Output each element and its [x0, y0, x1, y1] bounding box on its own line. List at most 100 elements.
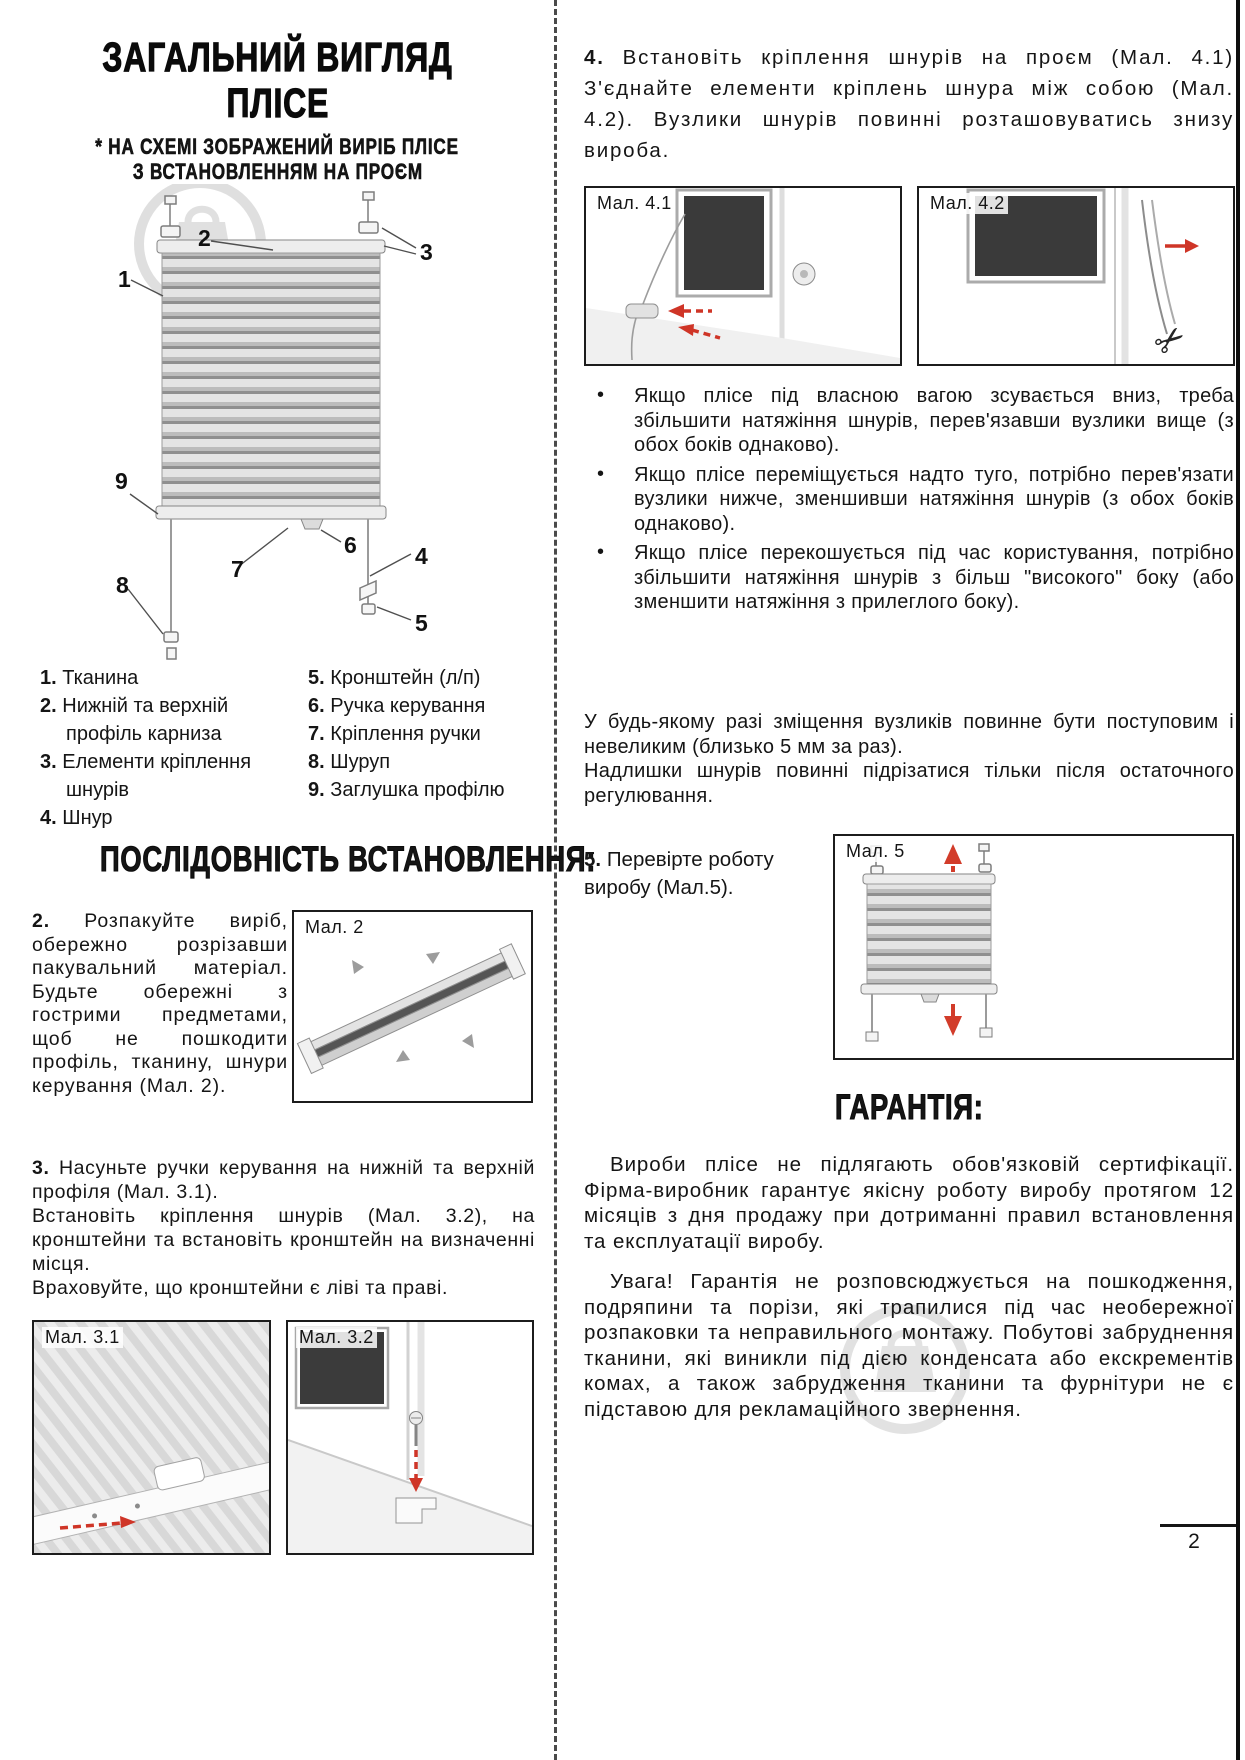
- callout-lines: [127, 227, 417, 635]
- legend-item: 8. Шуруп: [308, 751, 391, 773]
- bullet-text: Якщо плісе переміщується надто туго, пот…: [634, 463, 1234, 535]
- step-3-line-1: 3. Насуньте ручки керування на нижній та…: [32, 1157, 535, 1203]
- legend-item: 2. Нижній та верхній профіль карниза: [40, 695, 229, 745]
- overview-title: ЗАГАЛЬНИЙ ВИГЛЯД ПЛІСЕ: [30, 33, 525, 126]
- legend-item: 3. Елементи кріплення шнурів: [40, 751, 252, 801]
- callout-8: 8: [116, 572, 129, 598]
- step-2: 2. Розпакуйте виріб, обережно розрізавши…: [32, 910, 288, 1097]
- overview-subtitle: * НА СХЕМІ ЗОБРАЖЕНИЙ ВИРІБ ПЛІСЕ З ВСТА…: [30, 134, 525, 185]
- callout-7: 7: [231, 556, 244, 582]
- legend-item: 9. Заглушка профілю: [308, 779, 505, 801]
- callout-9: 9: [115, 468, 128, 494]
- callout-numbers: 1 2 3 4 5 6 7 8 9: [115, 225, 433, 636]
- overview-subtitle-line2: З ВСТАНОВЛЕННЯМ НА ПРОЄМ: [132, 159, 423, 185]
- figure-5: Мал. 5: [833, 834, 1234, 1060]
- bullet-item: • Якщо плісе переміщується надто туго, п…: [584, 463, 1234, 537]
- top-profile: [862, 873, 996, 885]
- step-3: 3. Насуньте ручки керування на нижній та…: [32, 1156, 535, 1300]
- red-arrow: [59, 1516, 136, 1530]
- figure-4-1: Мал. 4.1: [584, 186, 902, 366]
- bottom-profile: [860, 983, 998, 995]
- figure-3-2: Мал. 3.2: [286, 1320, 534, 1555]
- figure-3-2-illustration: [288, 1322, 532, 1553]
- warranty-paragraph-1: Вироби плісе не підлягають обов'язковій …: [584, 1153, 1234, 1253]
- figure-4-2-illustration: ✂: [919, 188, 1233, 364]
- figure-3-1: Мал. 3.1: [32, 1320, 271, 1555]
- bottom-handle: [300, 518, 324, 530]
- bottom-profile: [155, 505, 387, 520]
- overview-title-line2: ПЛІСЕ: [226, 79, 329, 126]
- step-5: 5. Перевірте роботу виробу (Мал.5).: [584, 848, 774, 899]
- figure-2-label: Мал. 2: [302, 917, 367, 938]
- cord: [1141, 199, 1168, 335]
- installation-heading: ПОСЛІДОВНІСТЬ ВСТАНОВЛЕННЯ:: [99, 839, 597, 879]
- callout-5: 5: [415, 610, 428, 636]
- step-3-line-2: Встановіть кріплення шнурів (Мал. 3.2), …: [32, 1205, 535, 1275]
- overview-subtitle-line1: * НА СХЕМІ ЗОБРАЖЕНИЙ ВИРІБ ПЛІСЕ: [95, 134, 460, 160]
- red-arrows: [668, 304, 721, 340]
- warranty-heading: ГАРАНТІЯ:: [834, 1087, 984, 1127]
- legend-item: 7. Кріплення ручки: [308, 723, 481, 745]
- footer-rule: [1160, 1524, 1236, 1527]
- bullet-text: Якщо плісе перекошується під час користу…: [634, 542, 1234, 613]
- bullet-item: • Якщо плісе під власною вагою зсуваєтьс…: [584, 384, 1234, 458]
- note-line-1: У будь-якому разі зміщення вузликів пови…: [584, 711, 1234, 758]
- bottom-handle: [920, 993, 940, 1003]
- screw-icon: [409, 1411, 423, 1446]
- legend-item: 1. Тканина: [40, 667, 139, 689]
- figure-3-1-illustration: [34, 1322, 269, 1553]
- callout-6: 6: [344, 532, 357, 558]
- control-handle: [153, 1457, 205, 1491]
- bullet-dot: •: [597, 462, 605, 485]
- figure-5-illustration: [860, 843, 998, 1042]
- adjustment-note: У будь-якому разі зміщення вузликів пови…: [584, 710, 1234, 808]
- callout-1: 1: [118, 266, 131, 292]
- figure-4-2-label: Мал. 4.2: [927, 193, 1008, 214]
- red-arrow: [409, 1450, 423, 1492]
- cord: [642, 213, 686, 305]
- bullet-dot: •: [597, 541, 605, 563]
- step-4: 4. Встановіть кріплення шнурів на проєм …: [584, 46, 1234, 162]
- callout-4: 4: [415, 543, 428, 569]
- adjustment-bullets: • Якщо плісе під власною вагою зсуваєтьс…: [584, 384, 1234, 620]
- figure-4-1-label: Мал. 4.1: [594, 193, 675, 214]
- window-sill: [288, 1440, 532, 1553]
- callout-3: 3: [420, 239, 433, 265]
- overview-diagram-svg: 1 2 3 4 5 6 7 8 9: [115, 178, 433, 660]
- top-profile: [156, 239, 386, 254]
- figure-2-illustration: [296, 943, 526, 1075]
- figure-3-1-label: Мал. 3.1: [42, 1327, 123, 1348]
- mounting-bracket: [395, 1497, 437, 1524]
- warranty-text: Вироби плісе не підлягають обов'язковій …: [584, 1152, 1234, 1422]
- legend-item: 4. Шнур: [40, 807, 113, 829]
- column-divider: [554, 0, 557, 1760]
- direction-arrows: [352, 952, 474, 1062]
- up-down-arrows: [944, 844, 962, 1036]
- bullet-dot: •: [597, 384, 605, 406]
- cord-fastener: [625, 303, 659, 319]
- page-number: 2: [1188, 1530, 1200, 1553]
- legend-item: 5. Кронштейн (л/п): [308, 667, 481, 689]
- callout-2: 2: [198, 225, 211, 251]
- legend-item: 6. Ручка керування: [308, 695, 486, 717]
- watermark-logo: [840, 1304, 970, 1434]
- blind-fabric: [161, 252, 381, 507]
- window-glass: [684, 196, 764, 290]
- figure-2: Мал. 2: [292, 910, 533, 1103]
- red-arrow: [1165, 239, 1199, 253]
- figure-4-1-illustration: [586, 188, 900, 364]
- overview-diagram: 1 2 3 4 5 6 7 8 9: [30, 178, 535, 660]
- note-line-2: Надлишки шнурів повинні підрізатися тіль…: [584, 760, 1234, 807]
- overview-title-line1: ЗАГАЛЬНИЙ ВИГЛЯД: [102, 33, 453, 80]
- blind-fabric: [866, 883, 992, 985]
- legend-left: 1. Тканина 2. Нижній та верхній профіль …: [40, 664, 306, 832]
- figure-3-2-label: Мал. 3.2: [296, 1327, 377, 1348]
- cord-fittings: [163, 579, 377, 660]
- step-3-line-3: Враховуйте, що кронштейни є ліві та прав…: [32, 1277, 449, 1299]
- page-edge-bar: [1236, 0, 1240, 1760]
- figure-5-label: Мал. 5: [843, 841, 908, 862]
- bullet-text: Якщо плісе під власною вагою зсувається …: [634, 385, 1234, 456]
- window-sill: [586, 308, 900, 364]
- bullet-item: • Якщо плісе перекошується під час корис…: [584, 541, 1234, 615]
